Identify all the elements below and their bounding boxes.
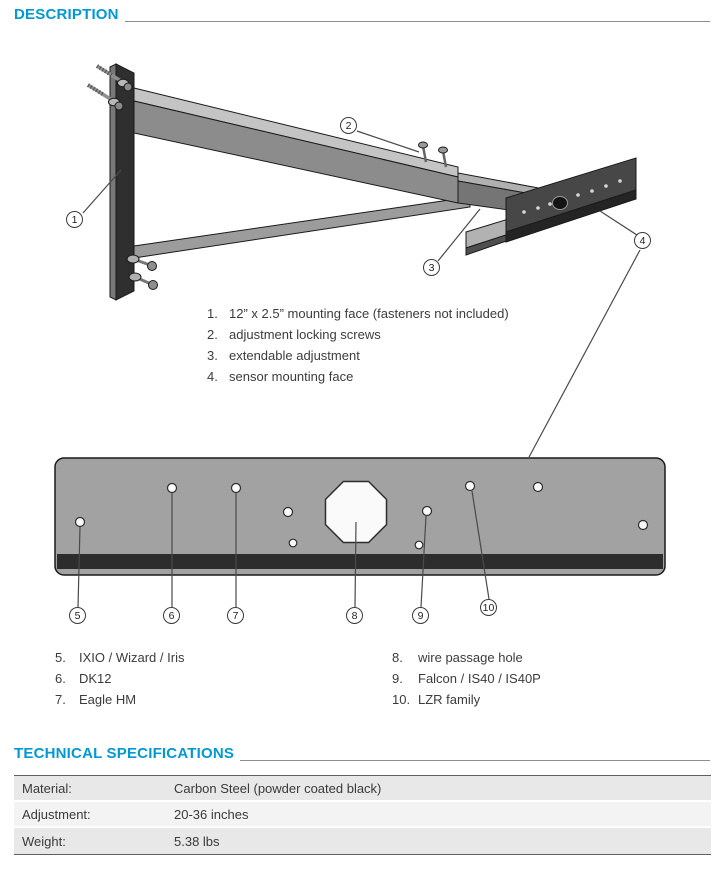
list-item-number: 7. [55, 692, 66, 707]
spec-value: 20-36 inches [174, 806, 249, 822]
list-item-number: 1. [207, 306, 218, 321]
callout-7: 7 [227, 607, 244, 624]
sensor-plate-holes [522, 179, 622, 214]
list-item-label: DK12 [79, 671, 112, 686]
list-item: 4. sensor mounting face [207, 366, 509, 387]
spec-table: Material: Carbon Steel (powder coated bl… [14, 775, 711, 855]
list-item-label: Eagle HM [79, 692, 137, 707]
bracket-part-list: 1. 12” x 2.5” mounting face (fasteners n… [207, 303, 509, 387]
plate-legend-left: 5. IXIO / Wizard / Iris 6. DK12 7. Eagle… [55, 647, 184, 710]
heading-rule [240, 760, 710, 761]
list-item: 7. Eagle HM [55, 689, 184, 710]
list-item-number: 10. [392, 692, 411, 707]
list-item: 6. DK12 [55, 668, 184, 689]
list-item-label: IXIO / Wizard / Iris [79, 650, 185, 665]
callout-10: 10 [480, 599, 497, 616]
list-item-label: LZR family [418, 692, 481, 707]
list-item: 9. Falcon / IS40 / IS40P [392, 668, 541, 689]
list-item-number: 3. [207, 348, 218, 363]
spec-label: Material: [22, 780, 72, 796]
sensor-plate-flange [505, 189, 637, 243]
table-row: Adjustment: 20-36 inches [14, 802, 711, 828]
list-item-label: Falcon / IS40 / IS40P [418, 671, 541, 686]
list-item: 3. extendable adjustment [207, 345, 509, 366]
wall-bracket-drawing [86, 63, 637, 301]
list-item-number: 2. [207, 327, 218, 342]
spec-value: 5.38 lbs [174, 833, 220, 849]
callout-3: 3 [423, 259, 440, 276]
mounting-plate-dark-band [57, 554, 663, 569]
sensor-plate-wire-hole [552, 196, 568, 210]
list-item: 2. adjustment locking screws [207, 324, 509, 345]
spec-label: Adjustment: [22, 806, 91, 822]
heading-rule [124, 21, 710, 22]
list-item-label: 12” x 2.5” mounting face (fasteners not … [229, 306, 509, 321]
wall-plate-face [115, 63, 135, 301]
adjustment-screws-icon [418, 141, 448, 168]
list-item: 8. wire passage hole [392, 647, 541, 668]
table-row: Weight: 5.38 lbs [14, 828, 711, 854]
table-row: Material: Carbon Steel (powder coated bl… [14, 776, 711, 802]
spec-label: Weight: [22, 833, 66, 849]
list-item-number: 4. [207, 369, 218, 384]
top-screws-icon [86, 64, 133, 111]
arm-front-face [133, 100, 459, 204]
callout-8: 8 [346, 607, 363, 624]
list-item: 1. 12” x 2.5” mounting face (fasteners n… [207, 303, 509, 324]
description-heading-row: DESCRIPTION [14, 6, 710, 24]
wire-passage-hole [324, 480, 388, 544]
list-item-number: 6. [55, 671, 66, 686]
description-heading: DESCRIPTION [14, 6, 119, 23]
list-item-label: wire passage hole [418, 650, 523, 665]
list-item: 10. LZR family [392, 689, 541, 710]
spec-value: Carbon Steel (powder coated black) [174, 780, 382, 796]
specs-heading-row: TECHNICAL SPECIFICATIONS [14, 745, 710, 763]
specs-heading: TECHNICAL SPECIFICATIONS [14, 745, 235, 762]
callout-4: 4 [634, 232, 651, 249]
list-item-number: 9. [392, 671, 403, 686]
list-item-label: extendable adjustment [229, 348, 360, 363]
list-item-label: sensor mounting face [229, 369, 354, 384]
mounting-plate-drawing [54, 457, 666, 576]
list-item-number: 5. [55, 650, 66, 665]
plate-legend-right: 8. wire passage hole 9. Falcon / IS40 / … [392, 647, 541, 710]
support-brace [133, 196, 471, 259]
list-item-label: adjustment locking screws [229, 327, 381, 342]
callout-6: 6 [163, 607, 180, 624]
callout-2: 2 [340, 117, 357, 134]
callout-leader-lines [77, 130, 641, 608]
mounting-plate-holes [74, 480, 649, 550]
bottom-bolts-icon [126, 254, 158, 290]
callout-5: 5 [69, 607, 86, 624]
list-item: 5. IXIO / Wizard / Iris [55, 647, 184, 668]
callout-1: 1 [66, 211, 83, 228]
callout-9: 9 [412, 607, 429, 624]
list-item-number: 8. [392, 650, 403, 665]
